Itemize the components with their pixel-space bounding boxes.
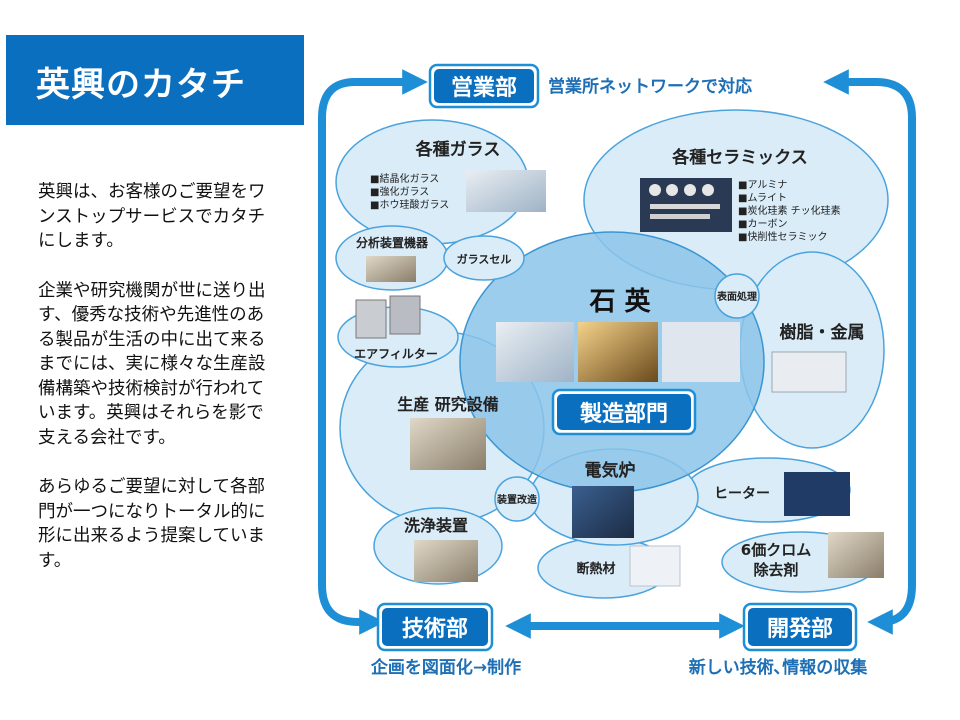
resin-metal-photo	[771, 351, 847, 393]
ceramics-label: 各種セラミックス	[671, 147, 808, 168]
intro-paragraph: 英興は、お客様のご要望をワンストップサービスでカタチにします。	[38, 182, 266, 251]
chromium-photo	[828, 532, 884, 578]
insulation-photo	[629, 545, 681, 587]
analysis-label: 分析装置機器	[356, 235, 429, 250]
page-title: 英興のカタチ	[36, 65, 246, 105]
glass-label: 各種ガラス	[415, 139, 501, 160]
intro-text: 英興は、お客様のご要望をワンストップサービスでカタチにします。 企業や研究機関が…	[38, 180, 266, 598]
production-photo	[410, 418, 486, 470]
ceramics-item: ■アルミナ	[738, 179, 787, 191]
development-caption: 新しい技術､情報の収集	[689, 657, 868, 678]
air-filter-label: エアフィルター	[354, 347, 438, 361]
intro-paragraph: あらゆるご要望に対して各部門が一つになりトータル的に形に出来るよう提案しています…	[38, 477, 266, 571]
quartz-photo-3	[662, 322, 740, 382]
air-filter-photo	[355, 295, 421, 339]
quartz-photo-2	[578, 322, 658, 382]
ceramics-item: ■快削性セラミック	[738, 230, 827, 243]
sales-label: 営業部	[451, 75, 517, 101]
surface-label: 表面処理	[716, 290, 757, 303]
engineering-label: 技術部	[402, 616, 468, 642]
ceramics-item: ■ムライト	[738, 192, 787, 204]
badge-surface	[714, 273, 760, 319]
glass-cell-label: ガラスセル	[457, 252, 512, 266]
cleaning-photo	[414, 540, 478, 582]
production-label: 生産 研究設備	[397, 395, 499, 414]
sales-caption: 営業所ネットワークで対応	[548, 76, 752, 97]
equipment-mod-label: 装置改造	[496, 493, 538, 506]
analysis-photo	[366, 256, 416, 282]
ceramics-photo	[640, 178, 732, 232]
glass-photo	[466, 170, 546, 212]
ceramics-item: ■カーボン	[738, 218, 787, 230]
heater-photo	[784, 472, 850, 516]
chromium-label: 6価クロム	[741, 541, 811, 559]
badge-equipment-mod	[494, 476, 540, 522]
chromium-label-2: 除去剤	[753, 561, 798, 579]
cleaning-label: 洗浄装置	[404, 516, 468, 535]
glass-item: ■ホウ珪酸ガラス	[370, 198, 449, 211]
arrow-development-to-sales	[823, 69, 916, 635]
title-banner: 英興のカタチ	[6, 35, 304, 125]
engineering-caption: 企画を図面化→制作	[370, 657, 521, 678]
development-label: 開発部	[767, 616, 833, 642]
quartz-photo-1	[496, 322, 574, 382]
furnace-photo	[572, 486, 634, 538]
arrow-sales-to-engineering	[318, 69, 428, 635]
ceramics-item: ■炭化珪素 チッ化珪素	[738, 204, 841, 217]
manufacturing-label: 製造部門	[579, 401, 668, 427]
resin-metal-label: 樹脂・金属	[780, 322, 865, 343]
intro-paragraph: 企業や研究機関が世に送り出す、優秀な技術や先進性のある製品が生活の中に出て来るま…	[38, 280, 266, 448]
heater-label: ヒーター	[714, 486, 770, 502]
quartz-label: 石 英	[588, 287, 651, 317]
furnace-label: 電気炉	[585, 460, 636, 481]
glass-item: ■強化ガラス	[370, 185, 429, 198]
insulation-label: 断熱材	[576, 561, 615, 577]
ellipse-glass-cell	[443, 235, 525, 281]
glass-item: ■結晶化ガラス	[370, 172, 439, 185]
